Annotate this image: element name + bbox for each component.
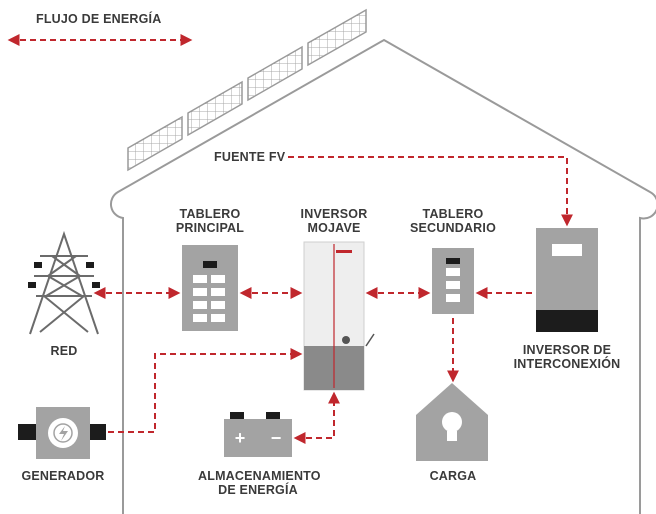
light-bulb-icon: [442, 412, 462, 432]
inverter-label-line2: MOJAVE: [307, 221, 361, 235]
grid-tie-inverter-icon: [536, 228, 598, 332]
legend-label: FLUJO DE ENERGÍA: [36, 12, 162, 26]
energy-flow-lines: [93, 156, 573, 444]
grid-label: RED: [50, 344, 78, 358]
storage-label: ALMACENAMIENTO DE ENERGÍA: [198, 469, 321, 497]
solar-panel: [307, 8, 367, 67]
transmission-tower-icon: [29, 230, 99, 335]
solar-panel: [127, 115, 183, 172]
tower-insulators: [28, 262, 100, 288]
main-panel-icon: [182, 245, 238, 331]
main-panel-label: TABLERO PRINCIPAL: [160, 207, 260, 235]
sub-panel-label: TABLERO SECUNDARIO: [403, 207, 503, 235]
grid-tie-inverter-label: INVERSOR DE INTERCONEXIÓN: [507, 343, 627, 371]
inverter-label-line1: INVERSOR: [300, 207, 368, 221]
inverter-label: INVERSOR MOJAVE: [284, 207, 384, 235]
battery-minus-sign: −: [271, 428, 282, 448]
battery-icon: + −: [224, 412, 292, 457]
load-house-icon: [416, 383, 488, 461]
sub-panel-label-line2: SECUNDARIO: [409, 221, 497, 235]
main-panel-label-line1: TABLERO: [179, 207, 241, 221]
load-label: CARGA: [429, 469, 477, 483]
grid-tie-inverter-label-line2: INTERCONEXIÓN: [513, 357, 621, 371]
storage-label-line1: ALMACENAMIENTO: [198, 469, 321, 483]
pv-source-label: FUENTE FV: [214, 150, 286, 164]
solar-panel: [247, 45, 303, 102]
sub-panel-label-line1: TABLERO: [422, 207, 484, 221]
flow-generator-inverter: [108, 348, 303, 433]
mojave-inverter-icon: [303, 241, 375, 391]
sub-panel-icon: [432, 248, 474, 314]
house-outline: [109, 38, 656, 514]
storage-label-line2: DE ENERGÍA: [218, 483, 298, 497]
flow-battery-inverter: [293, 391, 340, 444]
generator-label: GENERADOR: [21, 469, 105, 483]
battery-plus-sign: +: [235, 428, 246, 448]
generator-icon: [18, 407, 106, 459]
flow-pv-grid-tie: [288, 156, 573, 227]
main-panel-label-line2: PRINCIPAL: [175, 221, 245, 235]
solar-panel-array: [127, 8, 367, 172]
grid-tie-inverter-label-line1: INVERSOR DE: [522, 343, 612, 357]
solar-panel: [187, 80, 243, 137]
